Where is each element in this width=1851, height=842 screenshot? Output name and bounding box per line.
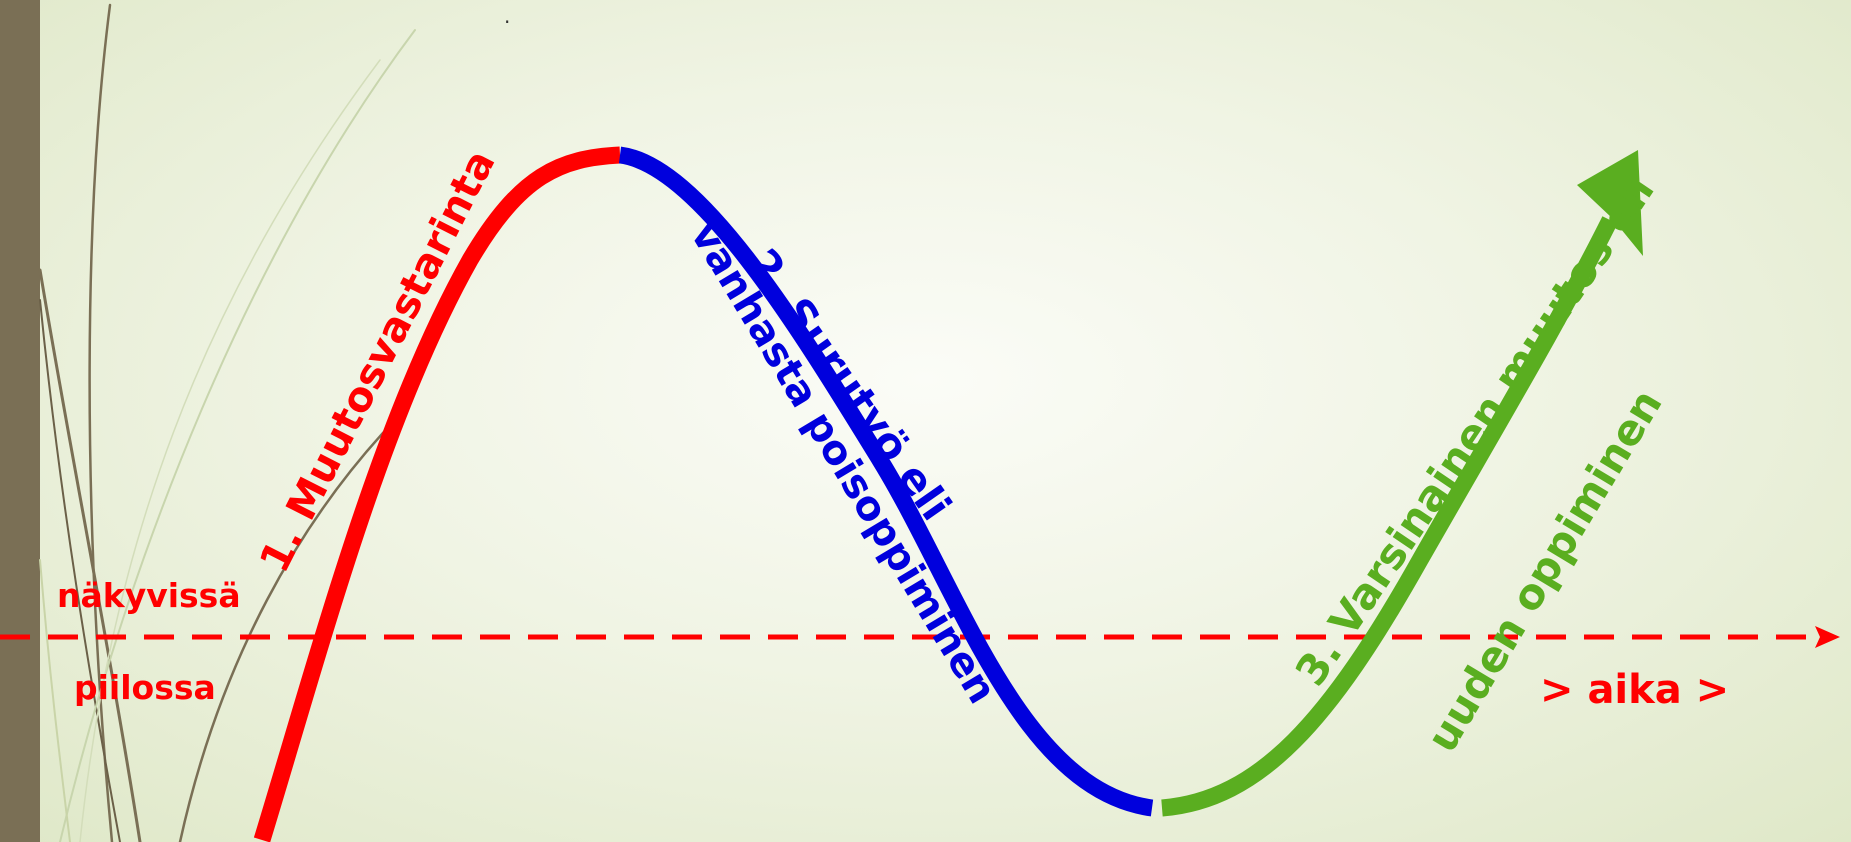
grass-decoration (38, 3, 416, 842)
grass-strand (38, 268, 142, 842)
visible-label: näkyvissä (57, 576, 241, 615)
decor-dot: . (504, 4, 511, 28)
grass-strand (178, 418, 397, 842)
resistance-curve (253, 146, 621, 842)
time-axis-label: > aika > (1540, 667, 1730, 713)
grass-strand (39, 559, 71, 842)
baseline-arrowhead (1815, 626, 1840, 648)
grass-strand (59, 29, 416, 842)
change-curve (1161, 216, 1618, 817)
change-arrowhead (1577, 150, 1643, 256)
grief-curve (618, 146, 1154, 817)
grass-strand (79, 59, 381, 842)
hidden-label: piilossa (74, 668, 216, 707)
grass-strand (39, 299, 121, 842)
side-bar (0, 0, 40, 842)
